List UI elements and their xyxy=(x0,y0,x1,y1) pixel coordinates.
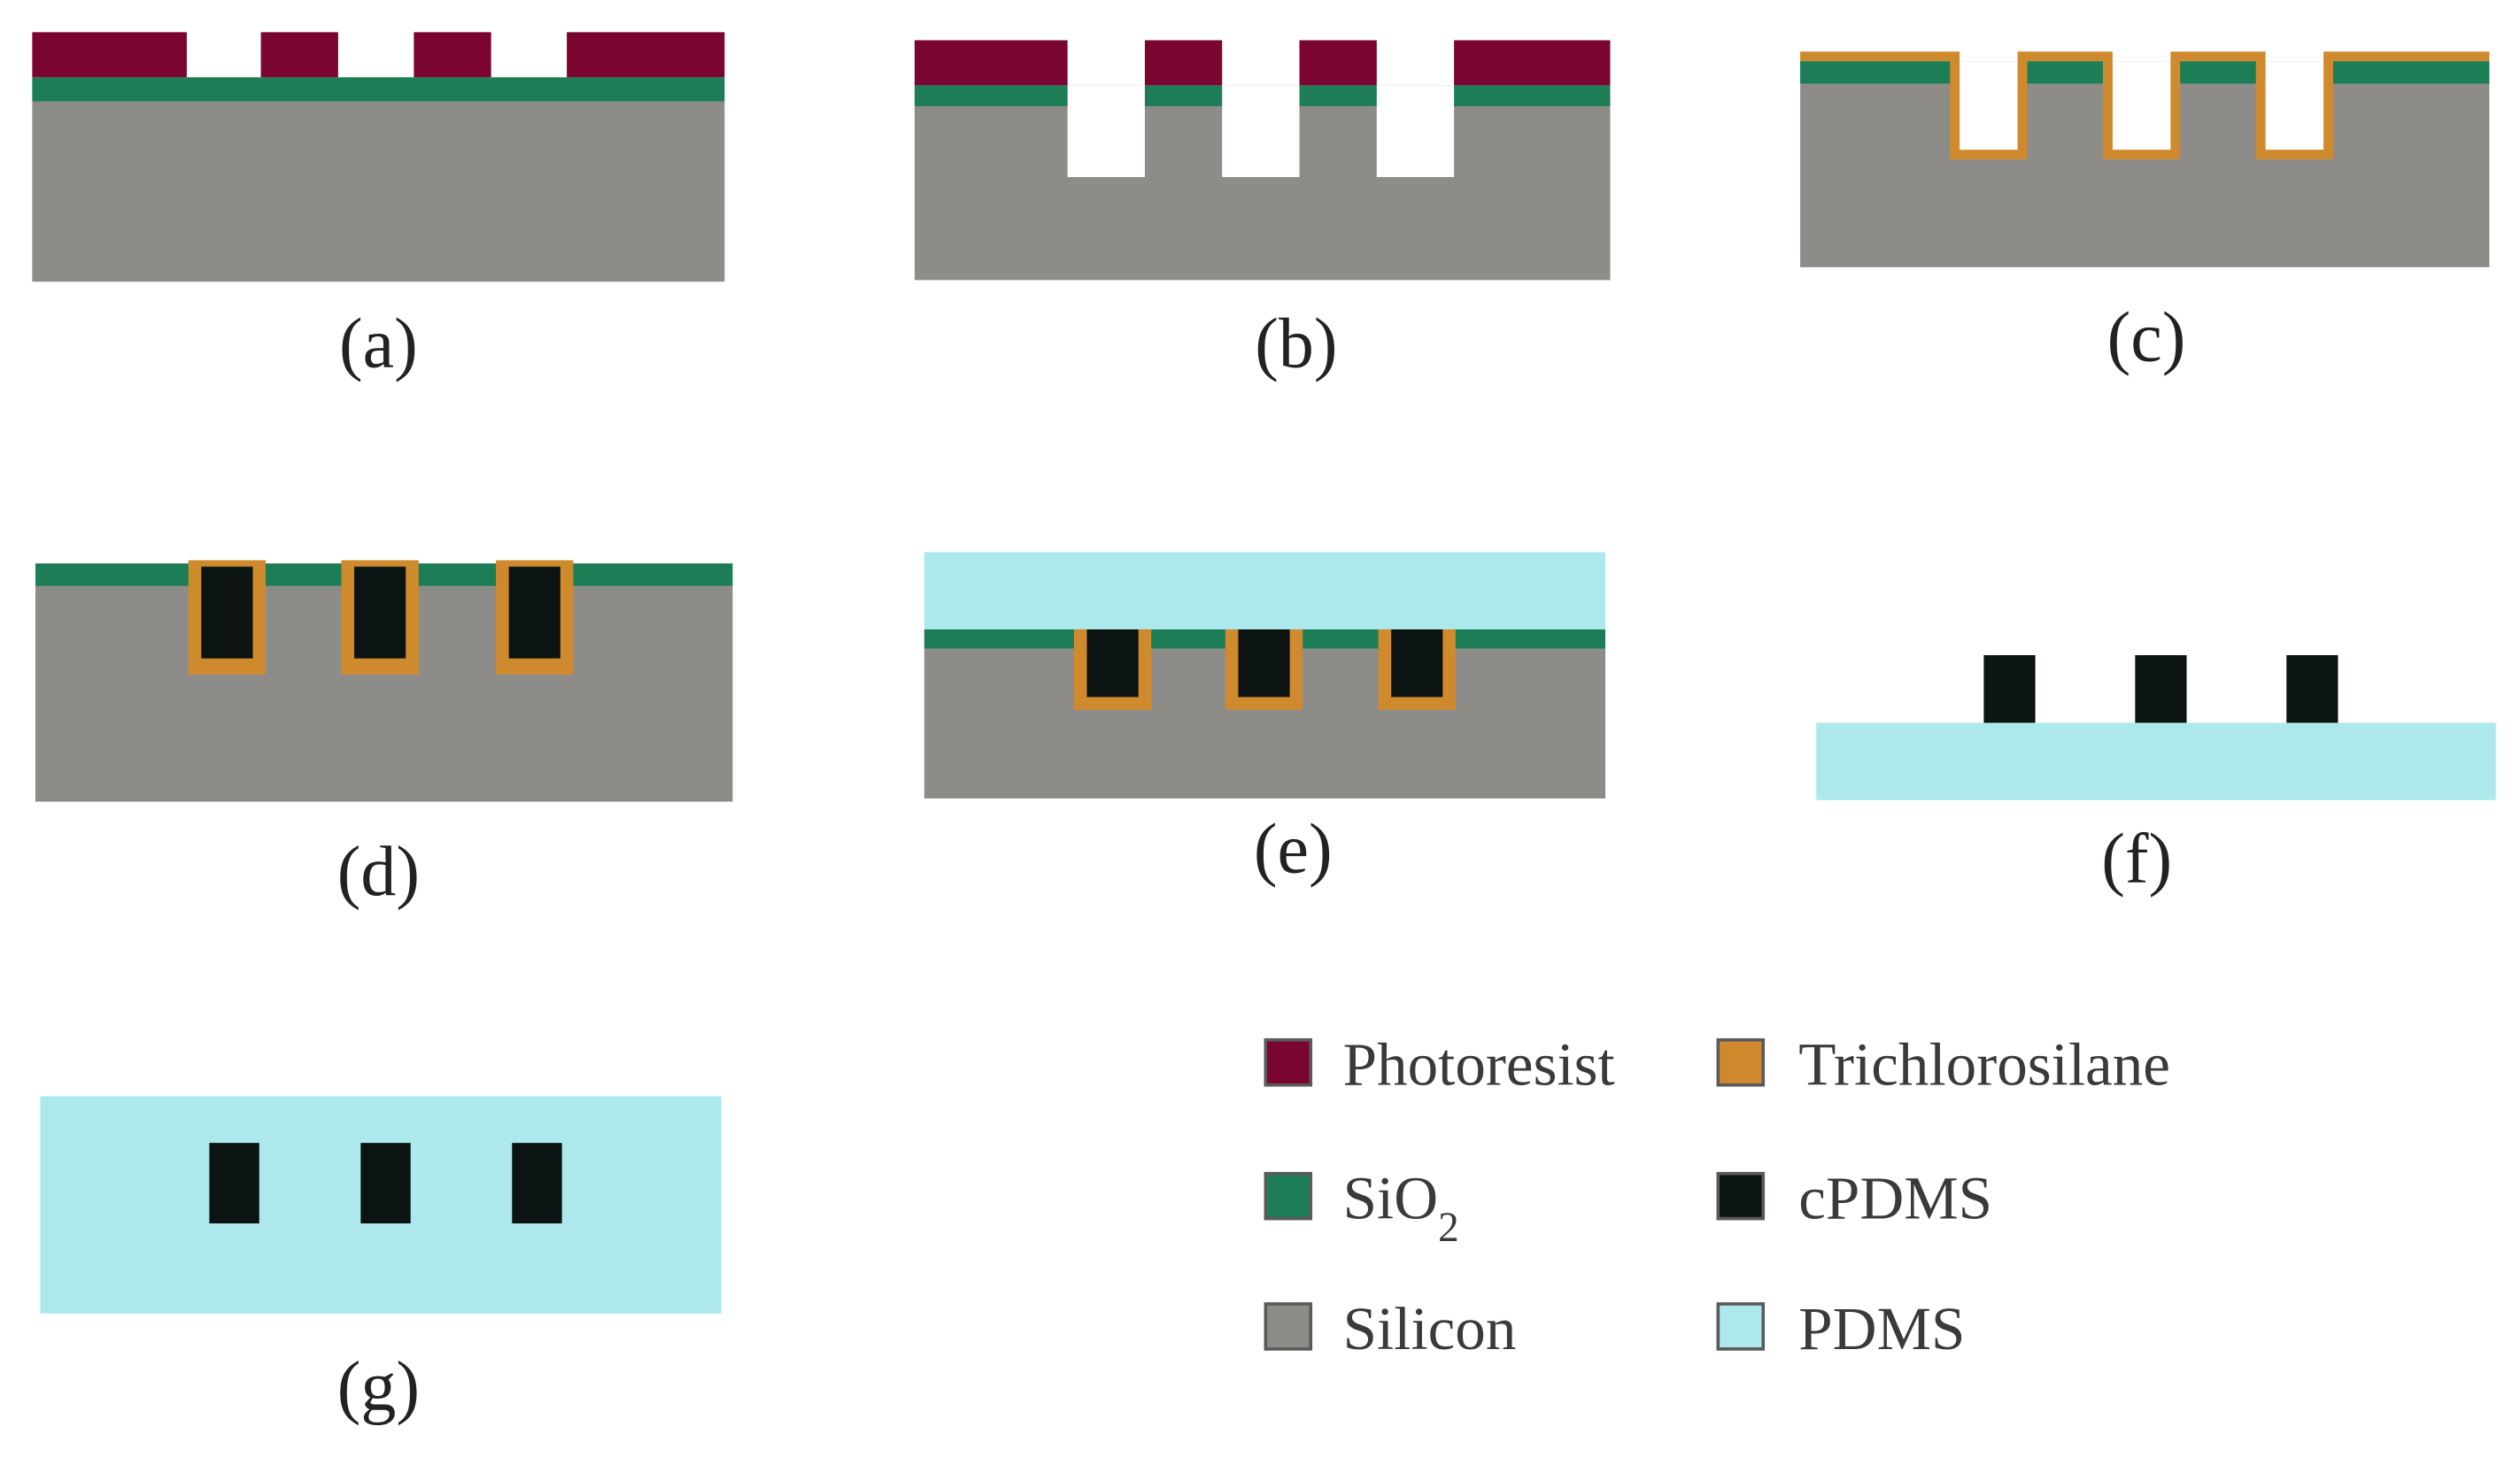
pdms-layer xyxy=(924,551,1606,630)
cpdms-fill xyxy=(354,567,406,659)
cpdms-fill xyxy=(1238,629,1290,698)
sio2-layer xyxy=(32,77,725,102)
cpdms-electrode xyxy=(209,1143,259,1224)
legend-label-pdms: PDMS xyxy=(1798,1294,1965,1362)
photoresist-block xyxy=(1144,40,1223,86)
legend: Photoresist Trichlorosilane SiO2 cPDMS S… xyxy=(1264,1030,2170,1362)
panel-g-label: (g) xyxy=(337,1348,420,1426)
panel-a: (a) xyxy=(32,32,725,383)
legend-swatch-sio2 xyxy=(1264,1171,1313,1221)
photoresist-block xyxy=(32,32,187,78)
etched-trench xyxy=(1222,85,1300,178)
cpdms-electrode xyxy=(2286,655,2338,723)
panel-d: (d) xyxy=(35,559,733,911)
photoresist-block xyxy=(260,32,338,78)
panel-e: (e) xyxy=(924,551,1606,889)
panel-c-label: (c) xyxy=(2107,298,2186,376)
legend-item-trichlorosilane: Trichlorosilane xyxy=(1716,1030,2170,1099)
panel-b-label: (b) xyxy=(1255,305,1337,383)
legend-swatch-pdms xyxy=(1716,1302,1766,1351)
etched-trench xyxy=(1067,85,1145,178)
panel-b: (b) xyxy=(914,40,1611,383)
cpdms-electrode xyxy=(512,1143,562,1224)
cpdms-electrode xyxy=(1983,655,2036,723)
trench-recess xyxy=(2107,61,2176,155)
cpdms-fill xyxy=(1391,629,1443,698)
silicon-layer xyxy=(32,101,725,282)
panel-c: (c) xyxy=(1800,51,2490,376)
cpdms-fill xyxy=(508,567,560,659)
legend-item-photoresist: Photoresist xyxy=(1264,1030,1615,1099)
legend-label-sio2: SiO2 xyxy=(1343,1164,1459,1251)
photoresist-block xyxy=(914,40,1068,86)
panel-f: (f) xyxy=(1816,655,2496,898)
legend-swatch-silicon xyxy=(1264,1302,1313,1351)
legend-swatch-cpdms xyxy=(1716,1171,1766,1221)
legend-label-trichlorosilane: Trichlorosilane xyxy=(1798,1030,2170,1099)
panel-e-label: (e) xyxy=(1254,811,1333,889)
cpdms-fill xyxy=(1086,629,1139,698)
legend-label-sio2-subscript: 2 xyxy=(1438,1205,1459,1251)
panel-d-label: (d) xyxy=(337,833,420,911)
legend-label-photoresist: Photoresist xyxy=(1343,1030,1615,1099)
cpdms-electrode xyxy=(2135,655,2187,723)
panel-f-label: (f) xyxy=(2101,821,2172,898)
legend-label-silicon: Silicon xyxy=(1343,1294,1517,1362)
photoresist-block xyxy=(1454,40,1611,86)
panel-g: (g) xyxy=(40,1096,722,1426)
legend-swatch-trichlorosilane xyxy=(1716,1037,1766,1087)
legend-item-sio2: SiO2 xyxy=(1264,1164,1459,1251)
etched-trench xyxy=(1376,85,1455,178)
legend-swatch-photoresist xyxy=(1264,1037,1313,1087)
legend-label-sio2-base: SiO xyxy=(1343,1164,1439,1232)
photoresist-block xyxy=(567,32,725,78)
legend-label-cpdms: cPDMS xyxy=(1798,1164,1992,1232)
panel-a-label: (a) xyxy=(339,305,418,383)
trichlorosilane-coating xyxy=(1800,51,2490,160)
legend-item-pdms: PDMS xyxy=(1716,1294,1965,1362)
photoresist-block xyxy=(1299,40,1377,86)
trench-recess xyxy=(2261,61,2329,155)
trench-recess xyxy=(1954,61,2023,155)
photoresist-block xyxy=(414,32,491,78)
cpdms-fill xyxy=(201,567,253,659)
legend-item-cpdms: cPDMS xyxy=(1716,1164,1992,1232)
pdms-layer xyxy=(1816,722,2496,800)
cpdms-electrode xyxy=(360,1143,411,1224)
legend-item-silicon: Silicon xyxy=(1264,1294,1517,1362)
